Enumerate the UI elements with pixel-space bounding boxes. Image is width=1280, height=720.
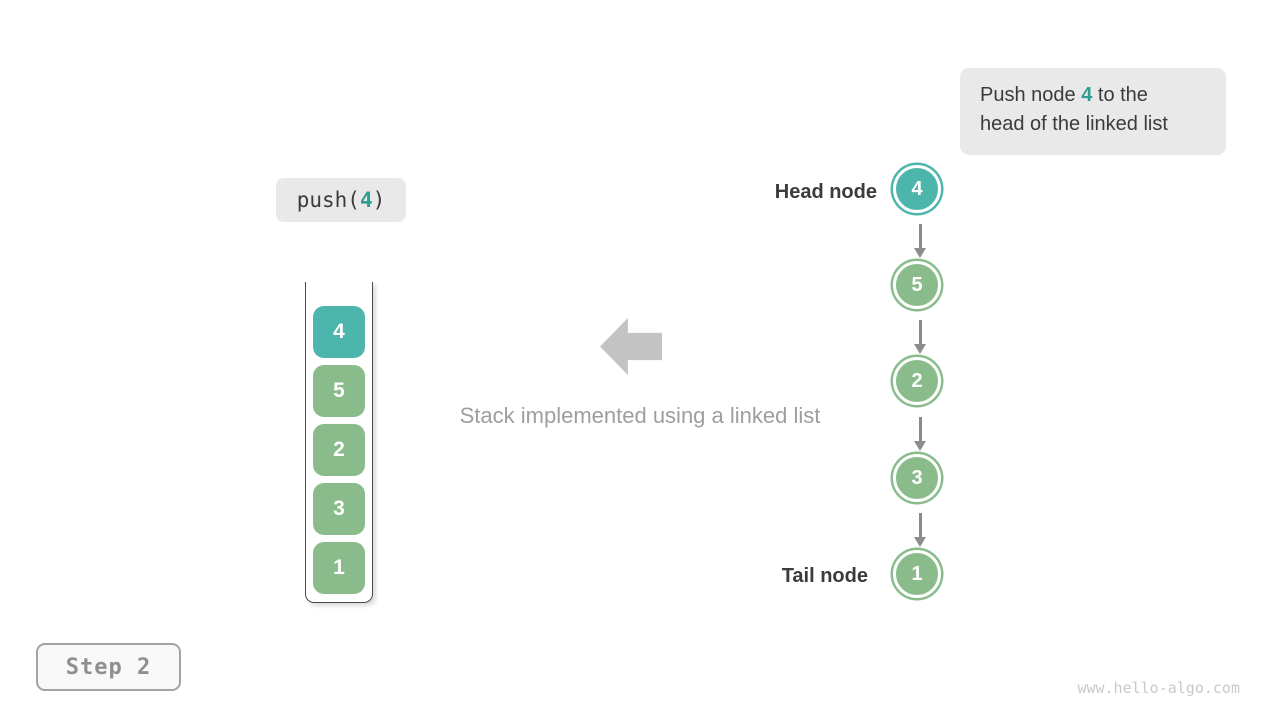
left-block-arrow-icon (600, 318, 662, 375)
stack-cell: 4 (313, 306, 365, 358)
stack-container: 4 5 2 3 1 (305, 282, 373, 603)
stack-cell: 2 (313, 424, 365, 476)
stack-cell: 1 (313, 542, 365, 594)
arrow-down-icon (913, 224, 927, 258)
step-badge: Step 2 (36, 643, 181, 691)
code-prefix: push( (296, 188, 360, 212)
callout-line2: head of the linked list (980, 113, 1168, 135)
callout-highlight-value: 4 (1081, 84, 1093, 106)
linked-node: 1 (893, 550, 941, 598)
tail-node-label: Tail node (781, 565, 868, 587)
linked-node: 3 (893, 454, 941, 502)
callout-bubble: Push node 4 to the head of the linked li… (960, 68, 1226, 155)
push-code-label: push(4) (276, 178, 406, 222)
arrow-down-icon (913, 513, 927, 547)
watermark: www.hello-algo.com (1077, 679, 1240, 697)
linked-node: 4 (893, 165, 941, 213)
code-arg: 4 (359, 188, 373, 212)
head-node-label: Head node (774, 181, 877, 203)
code-suffix: ) (372, 188, 386, 212)
stack-cell: 3 (313, 483, 365, 535)
linked-node: 5 (893, 261, 941, 309)
arrow-down-icon (913, 417, 927, 451)
stack-cell: 5 (313, 365, 365, 417)
arrow-down-icon (913, 320, 927, 354)
callout-line1-suffix: to the (1092, 84, 1148, 106)
linked-node: 2 (893, 357, 941, 405)
diagram-caption: Stack implemented using a linked list (459, 403, 821, 428)
callout-line1-prefix: Push node (980, 84, 1082, 106)
